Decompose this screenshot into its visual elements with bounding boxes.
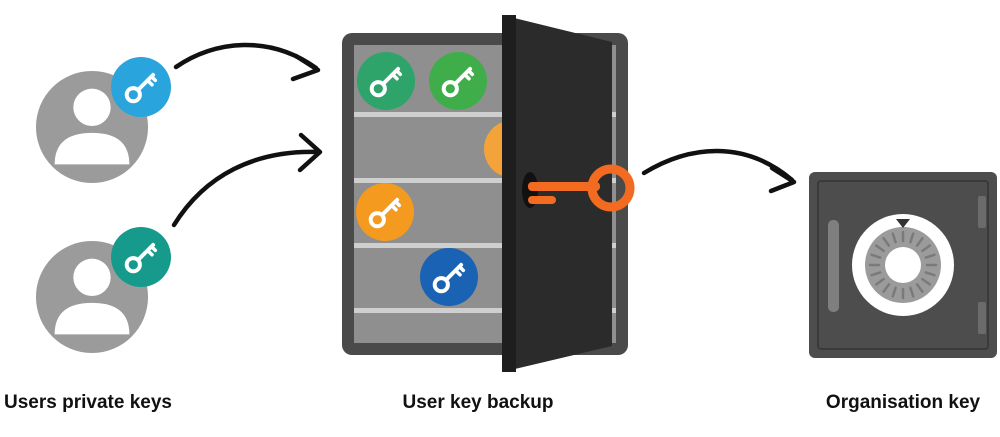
safe-icon (809, 172, 997, 358)
dial-tick (882, 237, 891, 247)
user-avatar-top (36, 57, 171, 183)
key-cabinet (342, 15, 635, 372)
dial-tick (921, 244, 931, 253)
dial-tick (891, 286, 897, 298)
user-avatar-bottom (36, 227, 171, 353)
dial-tick (921, 277, 931, 286)
arrow-backup-to-org (641, 148, 797, 194)
dial-tick (870, 253, 882, 259)
caption-user-key-backup: User key backup (402, 392, 554, 413)
dial-tick (875, 277, 885, 286)
dial-tick (909, 232, 915, 244)
dial-tick (924, 271, 936, 277)
arrow-top-user-to-backup (173, 42, 321, 82)
arrow-bottom-user-to-backup (171, 132, 323, 228)
dial-tick (915, 237, 924, 247)
dial-tick (870, 271, 882, 277)
dial-tick (875, 244, 885, 253)
caption-users-private-keys: Users private keys (4, 392, 172, 413)
dial-ticks (868, 230, 938, 300)
master-key-icon (522, 164, 635, 212)
dial-tick (909, 286, 915, 298)
dial-tick (924, 253, 936, 259)
dial-tick (882, 283, 891, 293)
dial-tick (891, 232, 897, 244)
caption-organisation-key: Organisation key (825, 392, 981, 413)
dial-tick (915, 283, 924, 293)
